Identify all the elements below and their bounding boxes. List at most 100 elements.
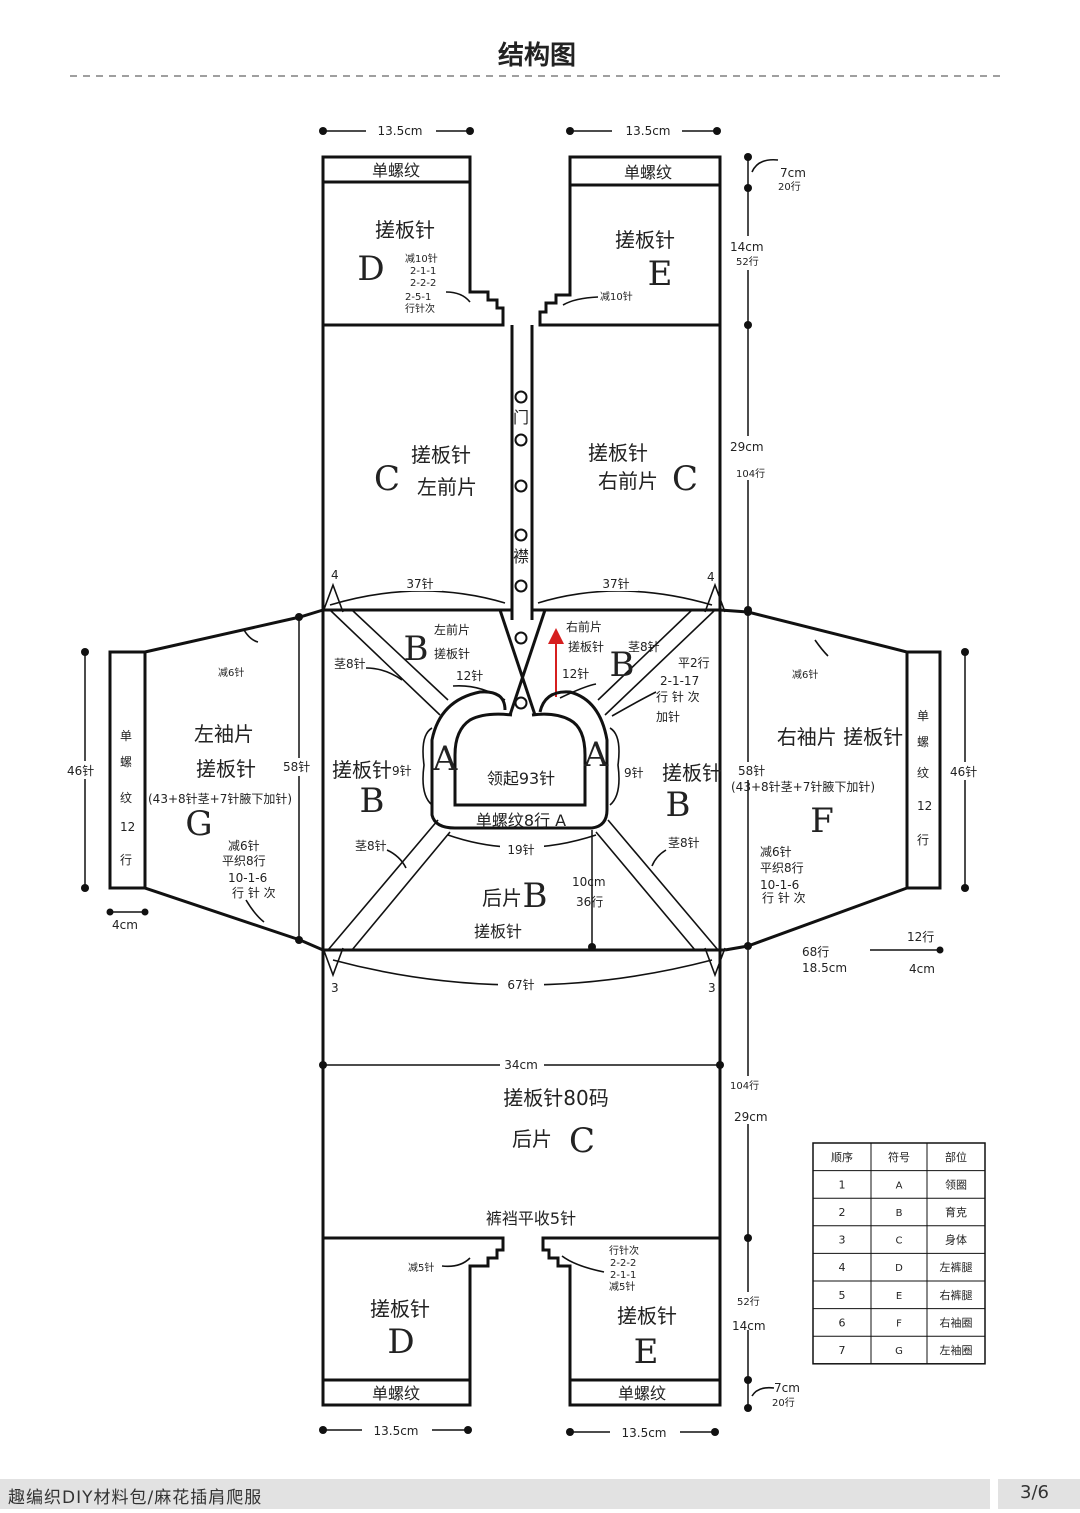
legend-cell: 身体: [945, 1233, 967, 1247]
svg-text:单螺纹: 单螺纹: [372, 1384, 420, 1403]
svg-text:减5针: 减5针: [408, 1261, 434, 1274]
svg-text:13.5cm: 13.5cm: [621, 1426, 666, 1440]
svg-text:E: E: [634, 1332, 659, 1372]
svg-text:29cm: 29cm: [734, 1110, 768, 1124]
dim-right-bottom: 104行 29cm 52行 14cm 7cm 20行: [728, 950, 800, 1412]
svg-text:4cm: 4cm: [909, 962, 935, 976]
svg-text:3: 3: [331, 981, 339, 995]
svg-text:行: 行: [120, 853, 132, 867]
page-number-box: 3/6: [998, 1479, 1080, 1509]
svg-text:29cm: 29cm: [730, 440, 764, 454]
svg-text:搓板针: 搓板针: [332, 758, 392, 782]
svg-text:右前片: 右前片: [598, 469, 658, 493]
svg-text:E: E: [648, 254, 673, 294]
svg-text:单: 单: [917, 709, 929, 723]
svg-text:36行: 36行: [576, 895, 603, 909]
svg-text:G: G: [185, 804, 212, 844]
legend-cell: A: [896, 1180, 903, 1191]
footer-bar: 趣编织DIY材料包/麻花插肩爬服: [0, 1479, 990, 1509]
svg-text:68行: 68行: [802, 945, 829, 959]
svg-text:加针: 加针: [656, 709, 680, 724]
svg-text:7cm: 7cm: [780, 166, 806, 180]
legend-cell: 5: [839, 1289, 846, 1302]
svg-text:37针: 37针: [602, 576, 629, 591]
button-dot: [514, 579, 528, 593]
svg-text:搓板针: 搓板针: [434, 646, 470, 661]
footer-brand: 趣编织DIY材料包/麻花插肩爬服: [8, 1488, 263, 1508]
svg-text:58针: 58针: [738, 763, 765, 778]
legend-cell: B: [896, 1208, 903, 1219]
svg-text:2-2-2: 2-2-2: [610, 1258, 636, 1269]
button-dot: [514, 631, 528, 645]
legend-cell: 领圈: [945, 1178, 967, 1191]
button-dot: [514, 528, 528, 542]
svg-text:10-1-6: 10-1-6: [228, 871, 267, 885]
svg-text:裤裆平收5针: 裤裆平收5针: [486, 1209, 576, 1228]
legend-cell: 6: [839, 1316, 846, 1329]
piece-left-front: 搓板针 C 左前片: [321, 325, 514, 620]
dim-bottom-left: 13.5cm: [319, 1421, 472, 1439]
svg-text:单螺纹: 单螺纹: [372, 161, 420, 180]
legend-cell: 4: [839, 1261, 846, 1274]
legend-header-cell: 顺序: [831, 1150, 853, 1164]
legend-cell: 右裤腿: [940, 1288, 973, 1302]
svg-text:减10针: 减10针: [405, 252, 438, 265]
svg-text:门: 门: [513, 408, 529, 427]
svg-text:12: 12: [120, 820, 135, 834]
svg-text:后片: 后片: [512, 1127, 552, 1151]
page-number: 3/6: [1020, 1482, 1049, 1503]
svg-text:A: A: [583, 735, 609, 775]
svg-text:搓板针80码: 搓板针80码: [503, 1086, 608, 1110]
button-dot: [514, 479, 528, 493]
legend-cell: 育克: [945, 1205, 967, 1219]
piece-right-leg-top: 单螺纹 搓板针 E 减10针: [538, 155, 722, 327]
button-placket: 门 襟: [513, 390, 529, 710]
legend-header-cell: 符号: [888, 1151, 910, 1164]
svg-text:纹: 纹: [120, 791, 132, 805]
svg-text:B: B: [404, 629, 429, 669]
svg-text:46针: 46针: [67, 763, 94, 778]
svg-text:20行: 20行: [778, 180, 801, 193]
svg-text:10cm: 10cm: [572, 875, 606, 889]
svg-text:34cm: 34cm: [504, 1058, 538, 1072]
svg-text:13.5cm: 13.5cm: [625, 124, 670, 138]
svg-text:2-5-1: 2-5-1: [405, 292, 431, 303]
svg-text:搓板针: 搓板针: [370, 1297, 430, 1321]
svg-text:搓板针: 搓板针: [615, 228, 675, 252]
svg-text:4: 4: [707, 570, 715, 584]
svg-text:2-1-1: 2-1-1: [610, 1270, 636, 1281]
svg-text:减5针: 减5针: [609, 1280, 635, 1293]
svg-text:领起93针: 领起93针: [487, 769, 555, 788]
svg-text:行 针 次: 行 针 次: [762, 890, 806, 905]
svg-text:单螺纹: 单螺纹: [624, 163, 672, 182]
legend-cell: D: [895, 1263, 903, 1274]
button-dot: [514, 390, 528, 404]
svg-text:14cm: 14cm: [730, 240, 764, 254]
svg-text:茎8针: 茎8针: [668, 835, 700, 850]
svg-text:单螺纹: 单螺纹: [618, 1384, 666, 1403]
neckband: A A 领起93针 单螺纹8行 A 9针 9针 搓板针 B 搓板针 B 19针 …: [332, 690, 722, 951]
svg-text:9针: 9针: [392, 763, 412, 778]
svg-text:2-2-2: 2-2-2: [410, 278, 436, 289]
svg-text:左前片: 左前片: [434, 622, 470, 637]
svg-text:搓板针: 搓板针: [196, 757, 256, 781]
svg-text:14cm: 14cm: [732, 1319, 766, 1333]
svg-text:18.5cm: 18.5cm: [802, 961, 847, 975]
dim-top-right: 13.5cm: [566, 121, 721, 139]
svg-text:平织8行: 平织8行: [760, 861, 804, 875]
svg-text:茎8针: 茎8针: [355, 838, 387, 853]
svg-text:37针: 37针: [406, 576, 433, 591]
svg-text:搓板针: 搓板针: [375, 218, 435, 242]
svg-text:左袖片: 左袖片: [194, 722, 254, 746]
svg-text:平织8行: 平织8行: [222, 854, 266, 868]
piece-back-body: 34cm 搓板针80码 后片 C 裤裆平收5针: [319, 950, 724, 1238]
svg-text:减6针: 减6针: [760, 844, 792, 859]
legend-cell: 1: [839, 1178, 846, 1191]
svg-text:D: D: [387, 1322, 414, 1362]
svg-text:行针次: 行针次: [405, 302, 435, 315]
svg-text:A: A: [432, 739, 458, 779]
piece-right-front: 搓板针 右前片 C: [530, 325, 722, 620]
svg-text:104行: 104行: [736, 467, 765, 480]
svg-text:C: C: [569, 1121, 595, 1161]
